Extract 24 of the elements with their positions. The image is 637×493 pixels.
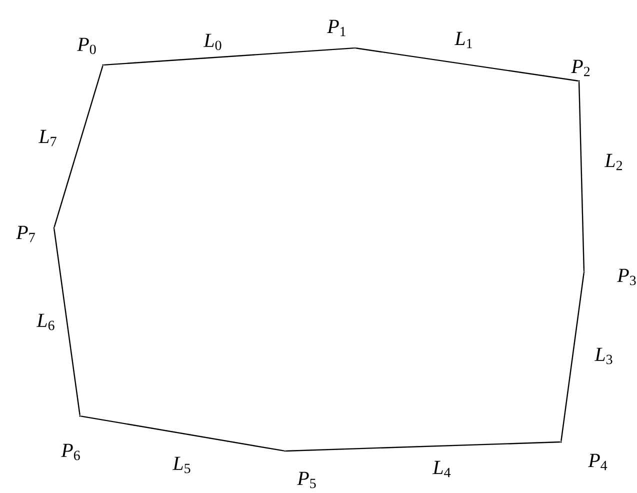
edge-label: L$_{2}$ [604,154,622,170]
polygon-side [80,416,284,452]
polygon-side [54,228,80,416]
vertex-label: P$_{3}$ [617,268,636,286]
vertex-label: P$_{5}$ [297,472,316,488]
polygon-side [578,82,585,272]
edge-label: L$_{7}$ [38,130,56,146]
vertex-label: P$_{0}$ [77,38,96,54]
edge-label: L$_{3}$ [594,348,612,364]
polygon-side [286,441,560,452]
vertex-label: P$_{6}$ [61,444,80,460]
polygon-side [104,47,354,66]
vertex-label: P$_{4}$ [588,454,608,470]
edge-label: L$_{5}$ [172,456,190,474]
edge-label: L$_{6}$ [36,314,54,330]
polygon-side [54,66,104,228]
polygon-side [356,48,578,82]
polygon-side [560,272,584,442]
edge-label: L$_{0}$ [204,34,222,50]
vertex-label: P$_{1}$ [327,20,346,36]
edge-label: L$_{4}$ [432,460,451,478]
edge-label: L$_{1}$ [454,32,472,48]
vertex-label: P$_{7}$ [16,226,35,242]
vertex-label: P$_{2}$ [571,60,590,76]
